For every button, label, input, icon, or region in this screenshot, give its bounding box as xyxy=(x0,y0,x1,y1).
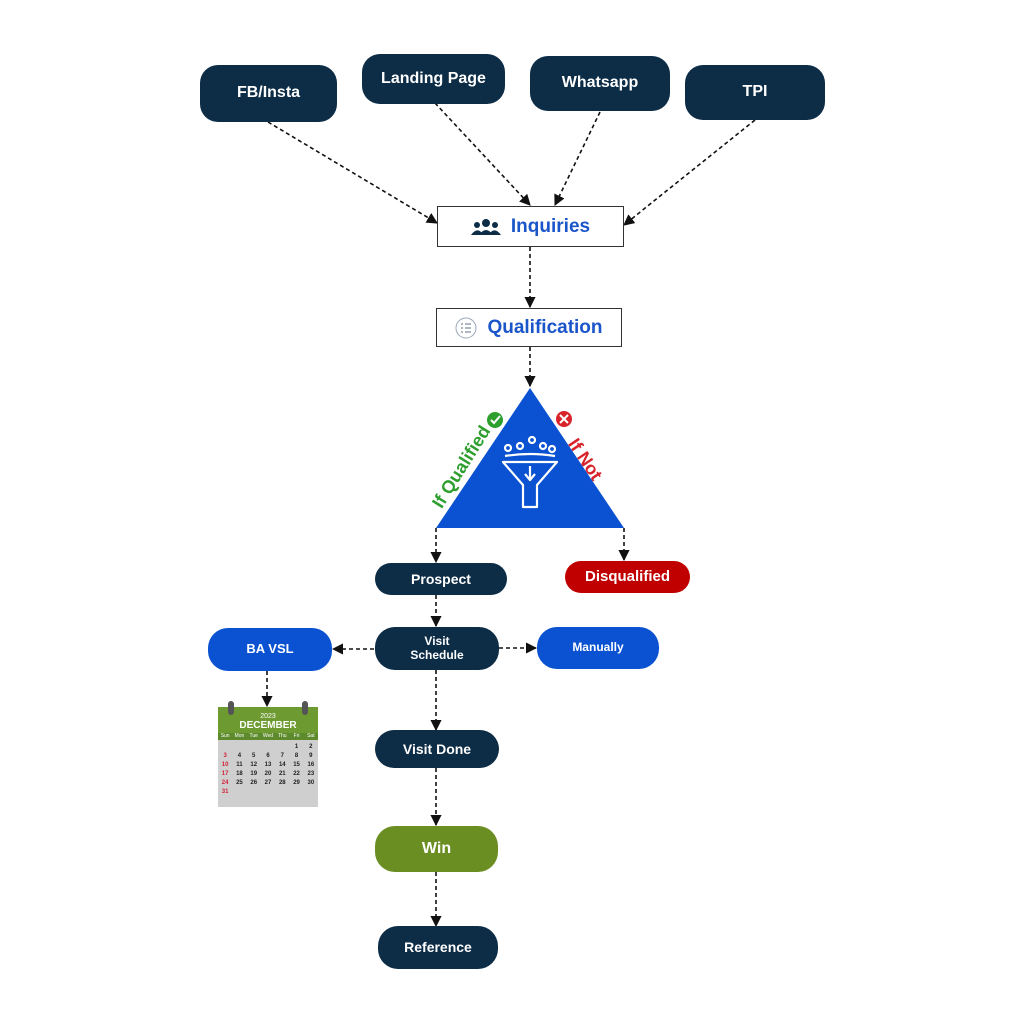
inquiries-node[interactable]: Inquiries xyxy=(437,206,624,247)
weekday: Wed xyxy=(262,733,274,739)
calendar-date-cell: 10 xyxy=(221,762,229,768)
calendar-date-cell xyxy=(275,789,289,795)
calendar-date-cell: 22 xyxy=(293,771,300,777)
calendar-date-cell: 17 xyxy=(221,771,229,777)
calendar-date-cell: 16 xyxy=(307,762,315,768)
calendar-ring xyxy=(302,701,308,715)
checklist-icon xyxy=(455,317,477,338)
calendar-header: 2023 DECEMBER xyxy=(218,707,318,733)
calendar-date-cell: 18 xyxy=(236,771,243,777)
qualification-node[interactable]: Qualification xyxy=(436,308,622,347)
calendar-date-cell: 15 xyxy=(293,762,300,768)
people-group-icon xyxy=(470,218,501,235)
calendar-date-cell: 21 xyxy=(278,771,286,777)
calendar-date-cell: 24 xyxy=(221,780,229,786)
calendar-date-cell: 1 xyxy=(294,744,299,750)
arrow-fb-to-inquiries xyxy=(267,121,438,224)
landing-page-node[interactable]: Landing Page xyxy=(362,54,505,104)
calendar-date-cell xyxy=(218,744,232,750)
calendar-date-cell: 3 xyxy=(223,753,227,759)
calendar-date-cell: 5 xyxy=(252,753,256,759)
calendar-date-cell: 20 xyxy=(264,771,272,777)
calendar-date-cell: 12 xyxy=(250,762,258,768)
calendar-date-cell: 27 xyxy=(264,780,272,786)
calendar-image: 2023 DECEMBER Sun Mon Tue Wed Thu Fri Sa… xyxy=(218,701,318,807)
calendar-year: 2023 xyxy=(260,713,276,720)
calendar-date-cell: 19 xyxy=(250,771,258,777)
manually-node[interactable]: Manually xyxy=(537,627,659,669)
weekday: Sun xyxy=(220,733,230,739)
fb-insta-node[interactable]: FB/Insta xyxy=(200,65,337,122)
visit-done-node[interactable]: Visit Done xyxy=(375,730,499,768)
calendar-date-cell xyxy=(247,789,261,795)
calendar-date-cell: 29 xyxy=(293,780,300,786)
calendar-date-cell: 26 xyxy=(250,780,258,786)
calendar-date-cell: 7 xyxy=(280,753,284,759)
weekday: Tue xyxy=(249,733,258,739)
calendar-date-cell: 28 xyxy=(278,780,286,786)
visit-schedule-node[interactable]: Visit Schedule xyxy=(375,627,499,670)
win-node[interactable]: Win xyxy=(375,826,498,872)
disqualified-node[interactable]: Disqualified xyxy=(565,561,690,593)
calendar-date-cell: 2 xyxy=(309,744,313,750)
arrow-landing-to-inquiries xyxy=(434,102,531,206)
calendar-date-cell xyxy=(261,789,275,795)
calendar-weekdays: Sun Mon Tue Wed Thu Fri Sat xyxy=(218,733,318,740)
calendar-date-cell: 11 xyxy=(236,762,243,768)
calendar-date-cell: 13 xyxy=(264,762,272,768)
ba-vsl-node[interactable]: BA VSL xyxy=(208,628,332,671)
calendar-date-cell: 8 xyxy=(294,753,299,759)
weekday: Sat xyxy=(307,733,315,739)
weekday: Thu xyxy=(277,733,287,739)
calendar-date-cell: 6 xyxy=(266,753,270,759)
whatsapp-node[interactable]: Whatsapp xyxy=(530,56,670,111)
calendar-date-cell xyxy=(232,789,246,795)
calendar-date-cell: 30 xyxy=(307,780,315,786)
calendar-date-cell xyxy=(275,744,289,750)
calendar-date-cell xyxy=(304,789,318,795)
tpi-node[interactable]: TPI xyxy=(685,65,825,120)
weekday: Mon xyxy=(234,733,245,739)
calendar-date-cell: 4 xyxy=(237,753,242,759)
calendar-date-cell: 25 xyxy=(236,780,243,786)
weekday: Fri xyxy=(293,733,300,739)
calendar-date-cell xyxy=(261,744,275,750)
inquiries-label: Inquiries xyxy=(510,215,591,237)
calendar-date-cell xyxy=(247,744,261,750)
arrow-whatsapp-to-inquiries xyxy=(554,111,601,207)
calendar-date-cell: 14 xyxy=(278,762,286,768)
calendar-date-cell xyxy=(289,789,303,795)
reference-node[interactable]: Reference xyxy=(378,926,498,969)
calendar-ring xyxy=(228,701,234,715)
calendar-month: DECEMBER xyxy=(239,720,297,731)
arrow-tpi-to-inquiries xyxy=(623,119,756,226)
qualification-label: Qualification xyxy=(487,316,603,338)
calendar-date-cell xyxy=(232,744,246,750)
prospect-node[interactable]: Prospect xyxy=(375,563,507,595)
calendar-date-cell: 23 xyxy=(307,771,315,777)
calendar-date-cell: 9 xyxy=(309,753,313,759)
calendar-date-cell: 31 xyxy=(221,789,229,795)
